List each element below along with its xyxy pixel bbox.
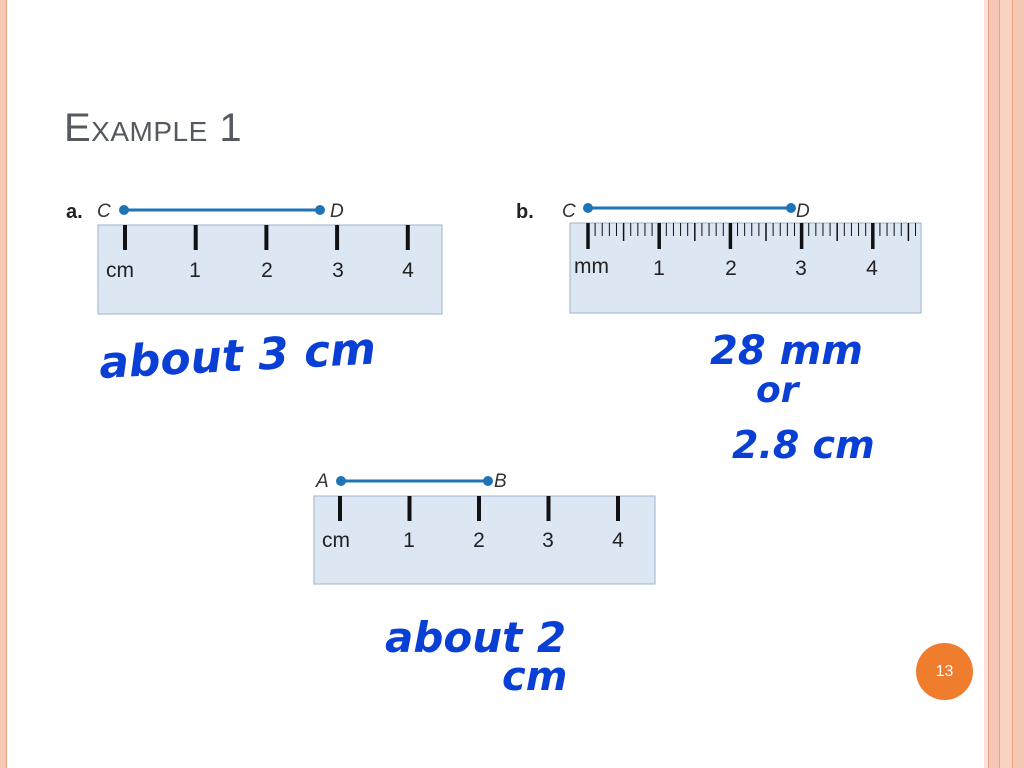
point-c-label: C [562, 201, 576, 222]
point-c-label: C [97, 201, 111, 222]
tick-label: 2 [473, 529, 485, 552]
tick-label: 3 [332, 259, 344, 282]
ruler-cm [313, 495, 656, 585]
ruler-unit-label: mm [574, 255, 609, 278]
tick-label: 1 [189, 259, 201, 282]
tick-label: 2 [261, 259, 273, 282]
tick-label: 3 [542, 529, 554, 552]
tick-label: 1 [653, 257, 665, 280]
figure-b: b. C D mm 1 2 3 4 [510, 195, 930, 320]
point-d-label: D [330, 201, 344, 222]
tick-label: 2 [725, 257, 737, 280]
handwriting-b-line1: 28 mm [710, 328, 863, 374]
point-d-label: D [796, 201, 810, 222]
ruler-cm [97, 224, 443, 315]
right-decorative-border [984, 0, 1024, 768]
tick-label: 4 [402, 259, 414, 282]
ruler-unit-label: cm [106, 259, 134, 282]
ruler-ticks [338, 496, 620, 521]
figure-a: a. C D cm 1 2 3 4 [60, 195, 450, 320]
point-c [119, 205, 129, 215]
point-d [786, 203, 796, 213]
slide-number-badge: 13 [916, 643, 973, 700]
handwriting-c-line2: cm [502, 654, 567, 700]
ruler-ticks [123, 225, 410, 250]
point-a-label: A [315, 471, 329, 492]
tick-label: 3 [795, 257, 807, 280]
tick-label: 4 [866, 257, 878, 280]
point-c [583, 203, 593, 213]
point-b [483, 476, 493, 486]
figure-a-label: a. [66, 201, 83, 223]
tick-label: 4 [612, 529, 624, 552]
handwriting-a: about 3 cm [98, 324, 377, 389]
ruler-ticks [586, 223, 917, 249]
slide-title: Example 1 [64, 106, 243, 150]
tick-label: 1 [403, 529, 415, 552]
point-a [336, 476, 346, 486]
left-decorative-border [0, 0, 7, 768]
handwriting-b-line3: 2.8 cm [732, 423, 875, 467]
point-d [315, 205, 325, 215]
point-b-label: B [494, 471, 507, 492]
figure-c: A B cm 1 2 3 4 [300, 465, 665, 590]
handwriting-c-line1: about 2 [385, 613, 566, 662]
handwriting-b-line2: or [756, 370, 801, 411]
figure-b-label: b. [516, 201, 534, 223]
ruler-unit-label: cm [322, 529, 350, 552]
ruler-mm [569, 222, 922, 314]
